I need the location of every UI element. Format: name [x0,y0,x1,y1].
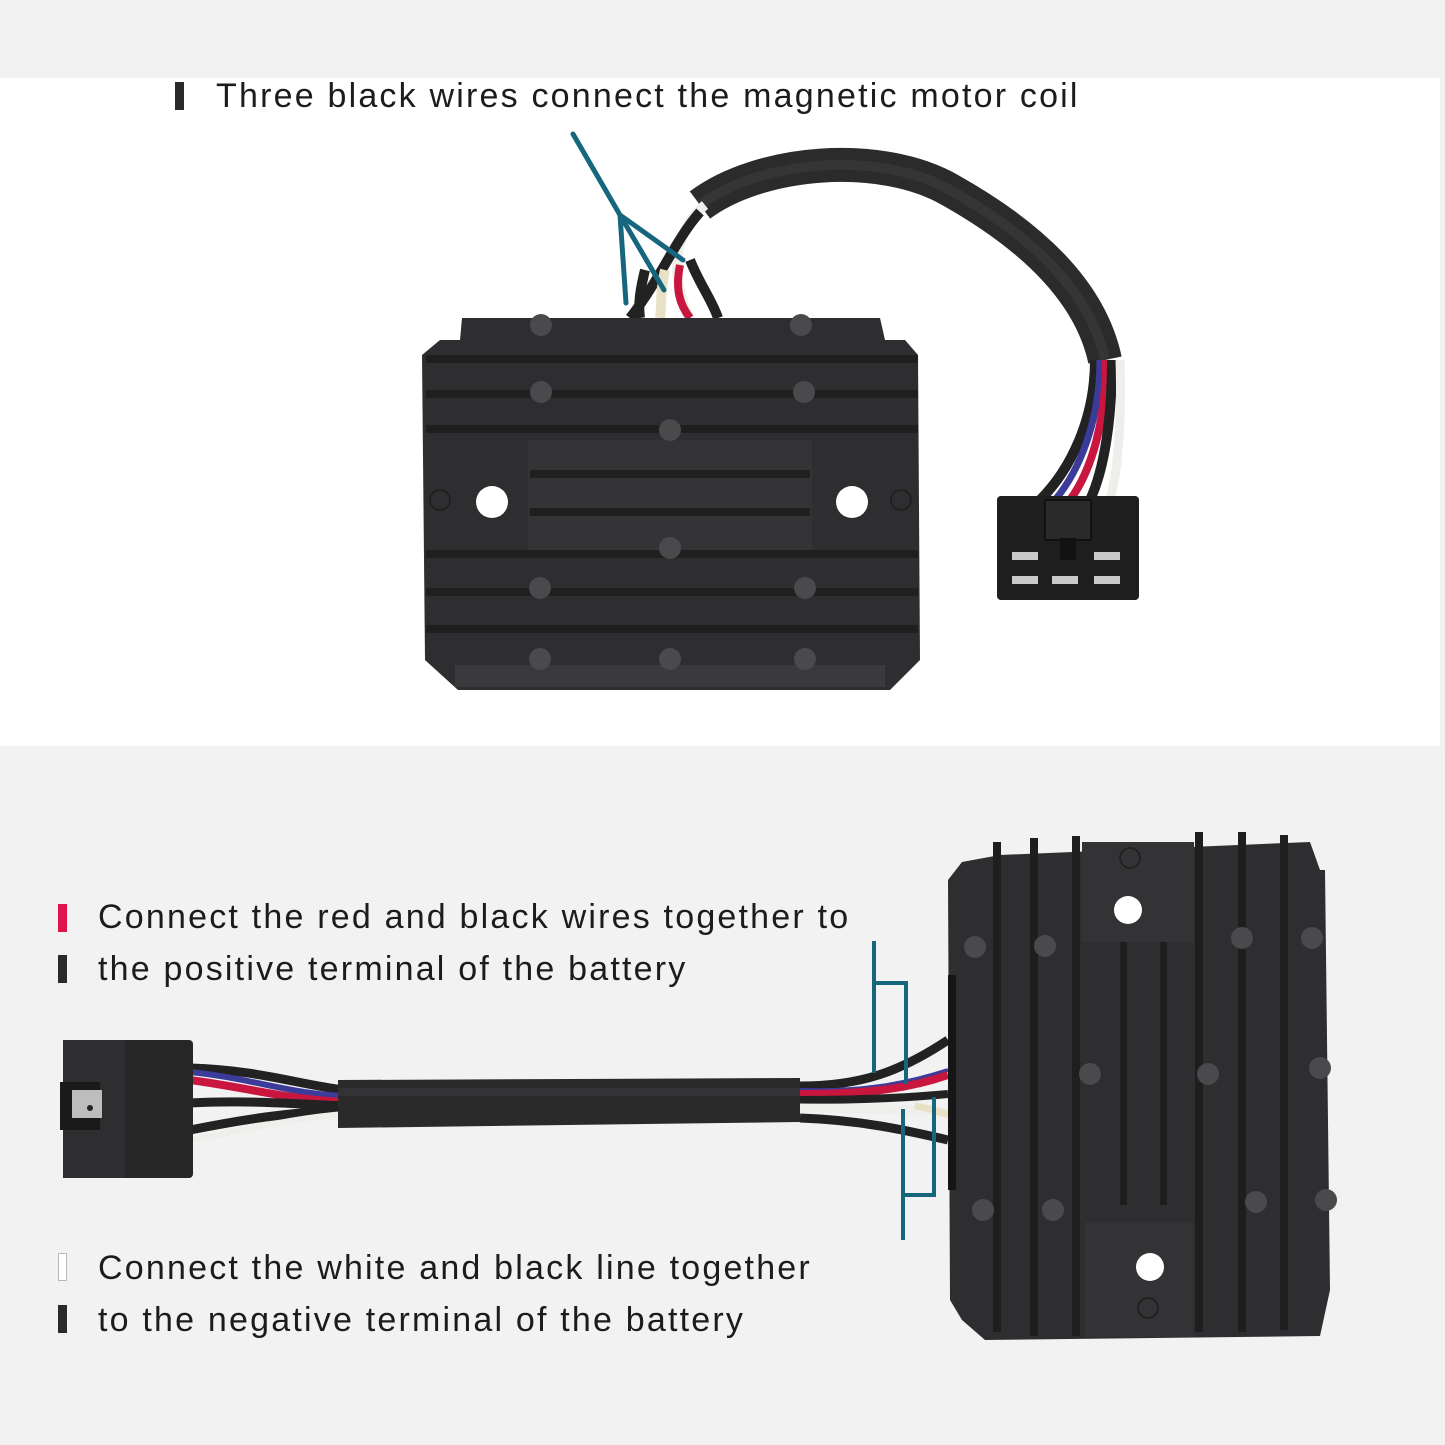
positive-wire-bracket [872,941,908,1084]
voltage-regulator-icon [948,832,1337,1340]
motor-coil-pointer [570,131,686,306]
wire-connector-icon [997,496,1139,600]
regulator-front-view [422,131,1139,690]
negative-wire-bracket [901,1097,936,1240]
positive-marker-red [58,904,67,932]
motor-coil-caption: Three black wires connect the magnetic m… [216,77,1080,115]
caption-marker [175,82,184,110]
voltage-regulator-icon [422,314,920,690]
negative-marker-white [58,1253,67,1281]
positive-note-line1: Connect the red and black wires together… [98,898,851,936]
positive-marker-black [58,955,67,983]
negative-marker-black [58,1305,67,1333]
positive-note-line2: the positive terminal of the battery [98,950,688,988]
negative-note-line1: Connect the white and black line togethe… [98,1249,812,1287]
top-band [0,0,1445,78]
negative-note-line2: to the negative terminal of the battery [98,1301,746,1339]
wire-connector-icon [60,1040,193,1178]
